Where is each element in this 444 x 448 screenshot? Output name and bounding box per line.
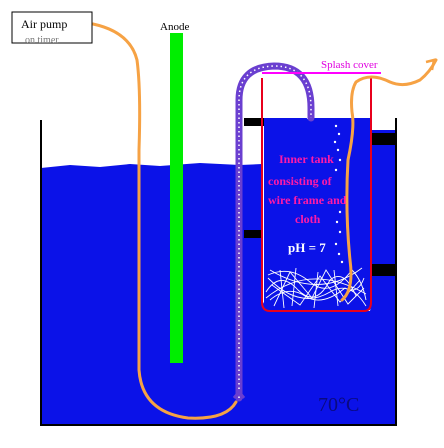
inner-tank-frame — [261, 76, 372, 312]
on-timer-label: on timer — [25, 35, 59, 46]
air-pump-label: Air pump — [21, 17, 67, 31]
water — [41, 130, 395, 424]
temperature-label: 70°C — [318, 394, 359, 416]
anode — [170, 33, 183, 363]
inner-tank-label-line4: cloth — [295, 212, 321, 226]
splash-cover-label: Splash cover — [321, 59, 378, 71]
clamp-right-top — [372, 133, 396, 145]
overflow-hose — [232, 62, 315, 402]
air-tube — [91, 22, 238, 420]
clamp-left-top — [244, 118, 264, 126]
anode-label: Anode — [160, 21, 189, 33]
air-pump-box — [11, 11, 93, 44]
inner-tank-label: Inner tank consisting of wire frame and … — [268, 152, 347, 226]
clamp-right-bottom — [372, 264, 396, 276]
clamp-left-mid — [244, 230, 262, 238]
inner-tank-label-line3: wire frame and — [268, 193, 347, 207]
inner-tank-label-line1: Inner tank — [279, 152, 334, 166]
inner-tank-label-line2: consisting of — [268, 174, 333, 188]
return-tube — [340, 58, 438, 302]
ph-label: pH = 7 — [288, 240, 326, 255]
return-tube-tip — [425, 58, 436, 71]
